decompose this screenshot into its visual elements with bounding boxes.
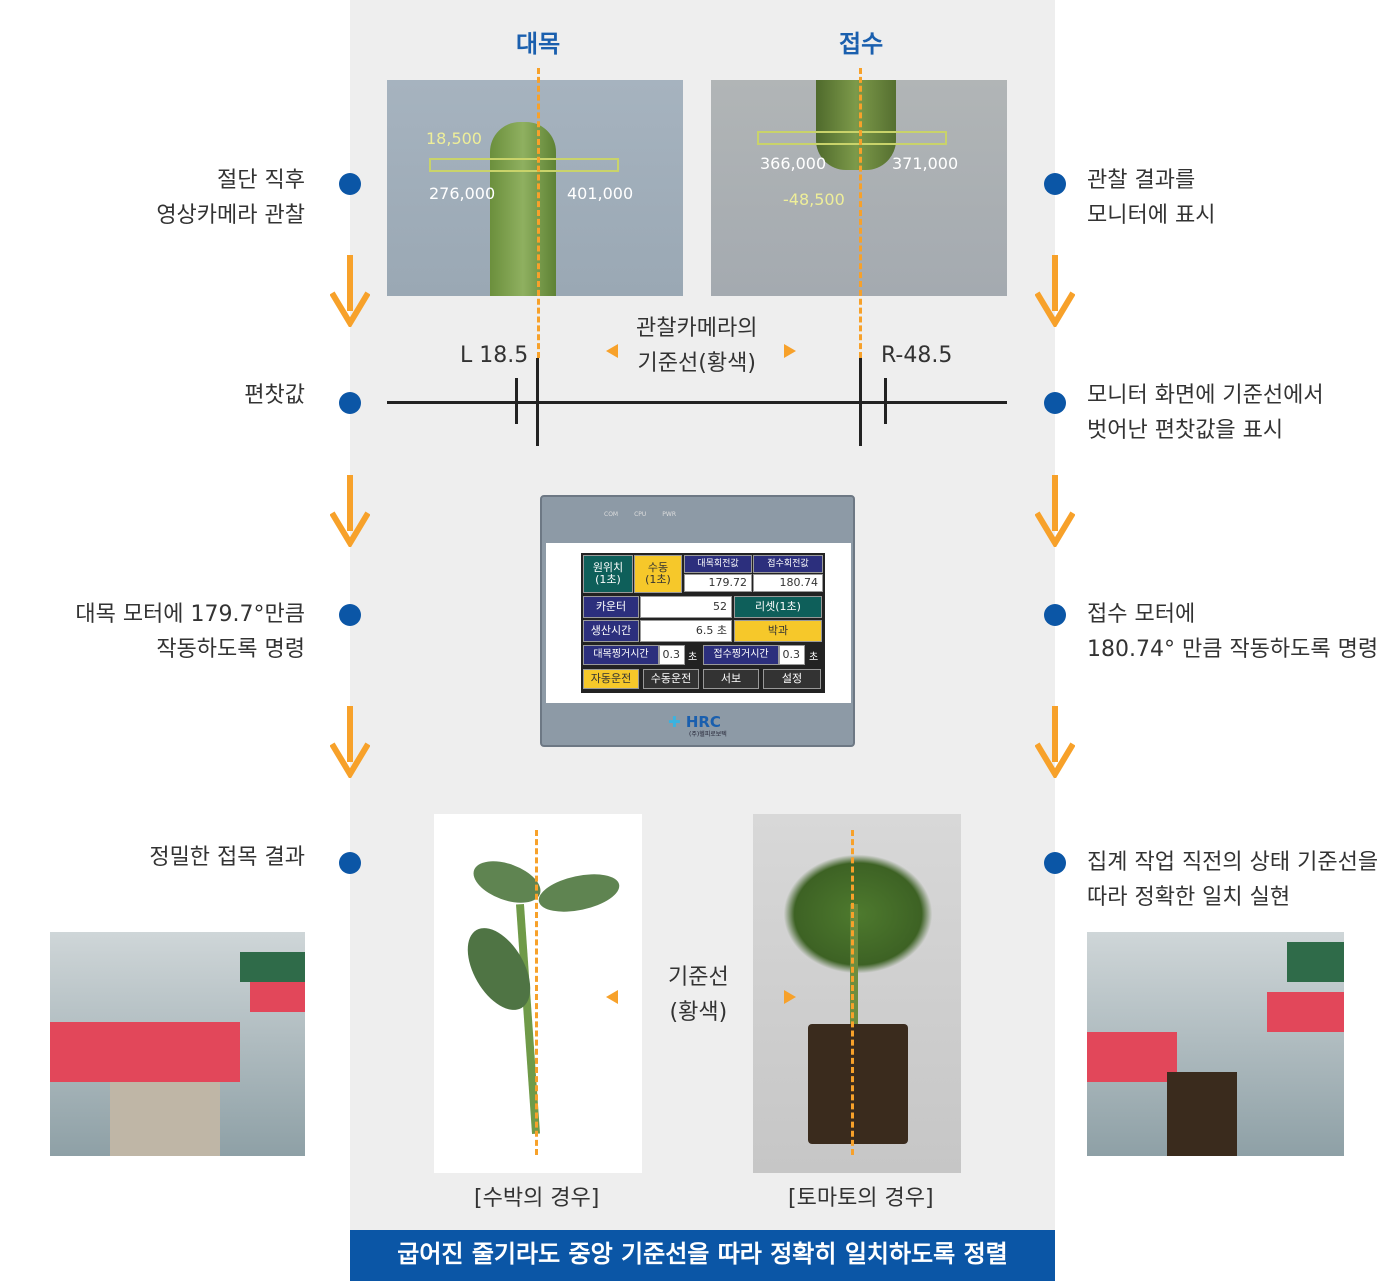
deviation-left: L 18.5 — [460, 343, 529, 368]
down-arrow-icon — [1035, 255, 1075, 327]
tab-servo[interactable]: 서보 — [703, 669, 759, 689]
left-pointer-icon — [606, 990, 618, 1004]
logo-subtitle: (주)헬피로보텍 — [689, 731, 727, 738]
step-dot — [339, 604, 361, 626]
down-arrow-icon — [330, 706, 370, 778]
deviation-right: R-48.5 — [881, 343, 953, 368]
scion-rotation-label: 접수회전값 — [753, 555, 823, 573]
step-dot — [1044, 173, 1066, 195]
tomato-photo — [753, 814, 961, 1173]
step-dot — [1044, 392, 1066, 414]
gourd-button[interactable]: 박과 — [734, 620, 822, 642]
right-pointer-icon — [784, 990, 796, 1004]
down-arrow-icon — [330, 475, 370, 547]
down-arrow-icon — [1035, 706, 1075, 778]
tab-settings[interactable]: 설정 — [763, 669, 821, 689]
unit-label: 초 — [688, 652, 698, 663]
step-dot — [339, 852, 361, 874]
home-button[interactable]: 원위치(1초) — [583, 555, 633, 593]
counter-label: 카운터 — [583, 596, 639, 618]
scion-grip-label: 접수찡거시간 — [703, 645, 779, 665]
right-pointer-icon — [784, 344, 796, 358]
root-grip-label: 대목찡거시간 — [583, 645, 659, 665]
counter-value: 52 — [640, 596, 732, 618]
root-rotation-value[interactable]: 179.72 — [684, 574, 752, 592]
reset-button[interactable]: 리셋(1초) — [734, 596, 822, 618]
reference-line — [851, 830, 854, 1155]
ref-tick — [859, 358, 862, 446]
tab-manual[interactable]: 수동운전 — [643, 669, 699, 689]
left-step2: 편찻값 — [244, 383, 305, 408]
reference-line — [535, 830, 538, 1155]
tab-auto[interactable]: 자동운전 — [583, 669, 639, 689]
root-rotation-label: 대목회전값 — [684, 555, 752, 573]
reference-caption-result: 기준선(황색) — [668, 965, 729, 1025]
scion-rotation-value[interactable]: 180.74 — [753, 574, 823, 592]
deviation-tick — [515, 378, 518, 424]
hrc-logo: ✚ HRC — [668, 713, 721, 731]
step-dot — [339, 392, 361, 414]
machine-photo-left — [50, 932, 305, 1156]
footer-banner: 굽어진 줄기라도 중앙 기준선을 따라 정확히 일치하도록 정렬 — [350, 1230, 1055, 1281]
header-rootstock: 대목 — [516, 30, 561, 58]
unit-label: 초 — [809, 652, 819, 663]
deviation-axis — [387, 401, 1007, 404]
step-dot — [1044, 852, 1066, 874]
caption-tomato: [토마토의 경우] — [788, 1186, 934, 1211]
production-time-label: 생산시간 — [583, 620, 639, 642]
left-pointer-icon — [606, 344, 618, 358]
root-grip-value[interactable]: 0.3 — [659, 645, 685, 665]
machine-photo-right — [1087, 932, 1344, 1156]
reference-line — [537, 68, 540, 358]
ref-tick — [536, 358, 539, 446]
camera-image-rootstock: 18,500 276,000 401,000 — [387, 80, 683, 296]
manual-button[interactable]: 수동(1초) — [634, 555, 682, 593]
step-dot — [339, 173, 361, 195]
scion-grip-value[interactable]: 0.3 — [779, 645, 805, 665]
deviation-tick — [884, 378, 887, 424]
reference-line — [859, 68, 862, 358]
left-step4: 정밀한 접목 결과 — [149, 845, 305, 870]
production-time-value: 6.5 초 — [640, 620, 732, 642]
header-scion: 접수 — [839, 30, 884, 58]
down-arrow-icon — [330, 255, 370, 327]
down-arrow-icon — [1035, 475, 1075, 547]
step-dot — [1044, 604, 1066, 626]
caption-watermelon: [수박의 경우] — [474, 1186, 600, 1211]
